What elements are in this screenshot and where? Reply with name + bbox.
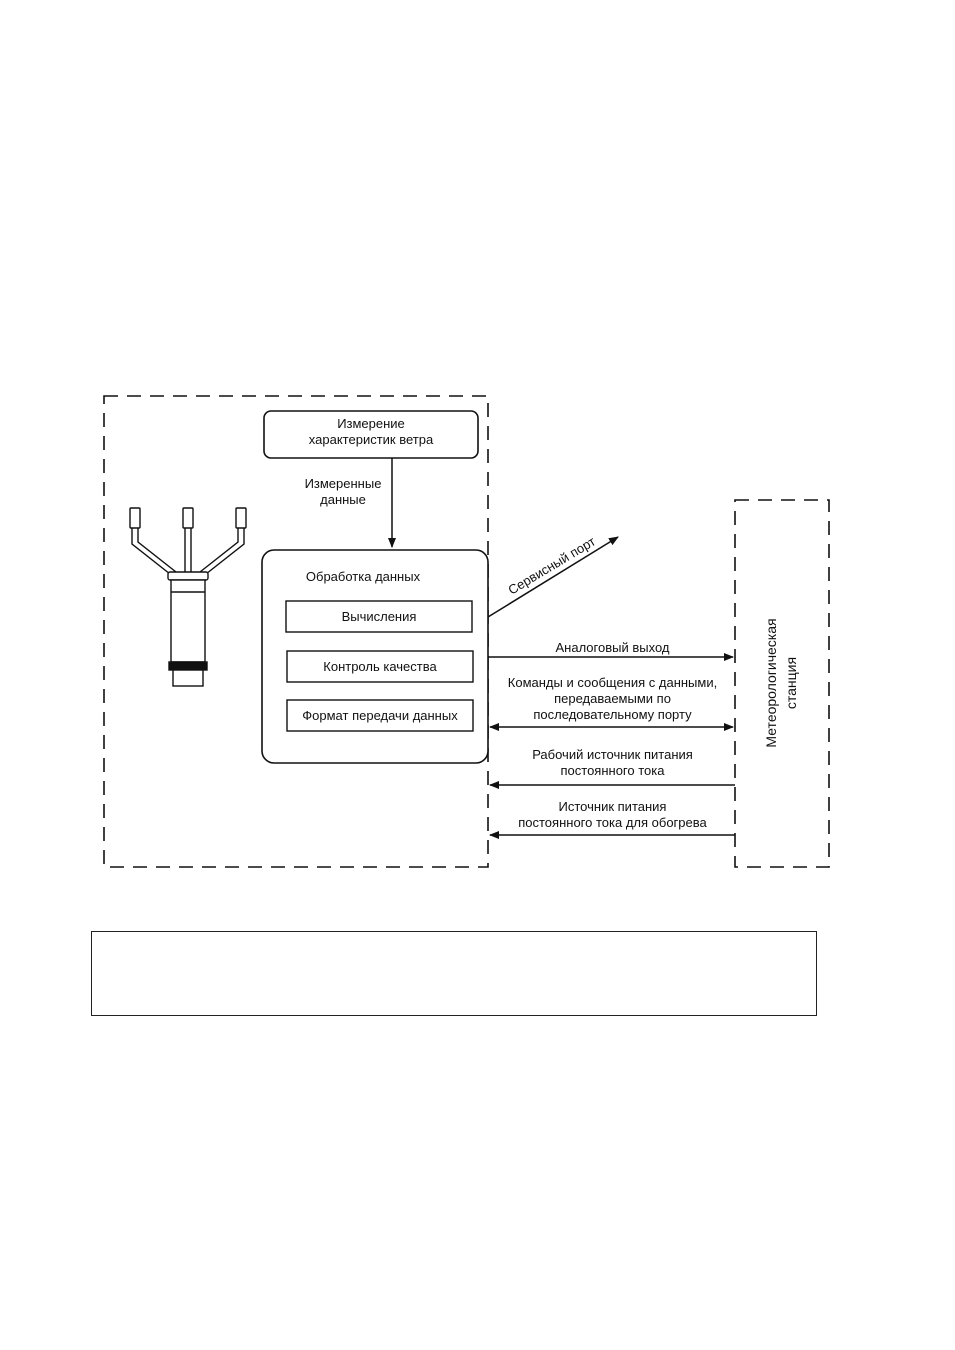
- calculations-box: [285, 600, 473, 633]
- wind-measurement-box: [263, 410, 479, 459]
- operating-power-label: Рабочий источник питания постоянного ток…: [532, 747, 693, 778]
- weather-station-label: Метеорологическая станция: [763, 618, 799, 748]
- analog-output-label: Аналоговый выход: [555, 640, 670, 655]
- data-processing-label: Обработка данных: [305, 569, 421, 584]
- serial-commands-label: Команды и сообщения с данными, передавае…: [507, 675, 718, 722]
- quality-control-box: [286, 650, 474, 683]
- quality-control-label: Контроль качества: [323, 659, 437, 674]
- station-boundary: [734, 499, 830, 868]
- caption-box: [91, 931, 817, 1016]
- wind-measurement-label: Измерение характеристик ветра: [308, 416, 434, 447]
- heating-power-label: Источник питания постоянного тока для об…: [518, 799, 707, 830]
- data-format-label: Формат передачи данных: [302, 708, 458, 723]
- service-port-arrow: [487, 536, 619, 618]
- measured-data-label: Измеренные данные: [304, 476, 382, 507]
- calculations-label: Вычисления: [341, 609, 417, 624]
- anemometer-illustration: [129, 507, 247, 687]
- data-format-box: [286, 699, 474, 732]
- sensor-boundary: [103, 395, 489, 868]
